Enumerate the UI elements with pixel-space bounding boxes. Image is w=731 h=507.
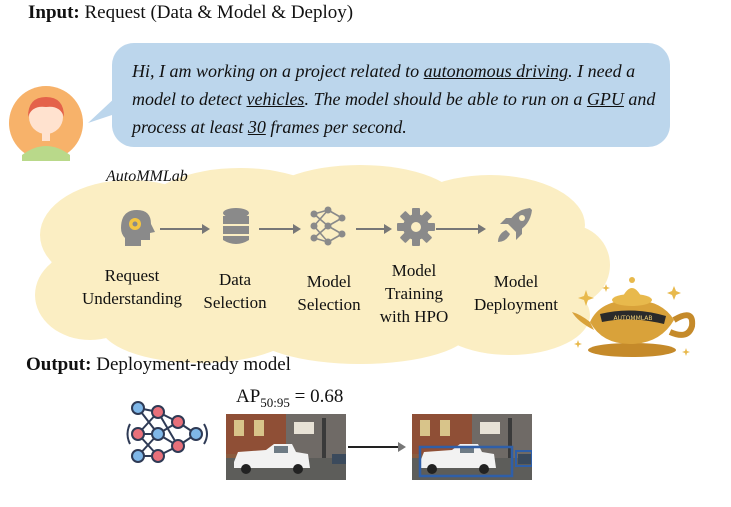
step-4-line-3: with HPO xyxy=(379,307,449,326)
bubble-tail xyxy=(88,95,118,123)
request-bubble xyxy=(112,43,670,147)
request-keyword-task: vehicles xyxy=(246,89,305,109)
ap-metric: AP50:95 = 0.68 xyxy=(236,386,343,411)
user-avatar-icon xyxy=(9,86,83,161)
step-label-request-understanding: Request Understanding xyxy=(72,264,192,310)
request-text-5: frames per second. xyxy=(265,117,407,137)
step-4-line-2: Training xyxy=(385,284,443,303)
pipeline-name: AutoMMLab xyxy=(106,168,188,185)
step-1-line-2: Understanding xyxy=(81,289,183,308)
lamp-label: AUTOMMLAB xyxy=(614,315,653,322)
request-keyword-hardware: GPU xyxy=(586,89,624,109)
step-5-line-2: Deployment xyxy=(473,295,559,314)
brain-gear-icon xyxy=(121,210,155,246)
input-heading-bold: Input: xyxy=(28,2,80,23)
arrow-4 xyxy=(436,224,486,234)
output-detection-image xyxy=(412,414,532,480)
detection-box-truck xyxy=(418,445,514,478)
request-text-2: . I need a model to detect xyxy=(132,61,636,109)
step-2-line-2: Selection xyxy=(203,293,267,312)
step-1-line-1: Request xyxy=(104,266,160,285)
arrow-3 xyxy=(356,224,392,234)
step-label-model-selection: Model Selection xyxy=(284,270,374,316)
gear-icon xyxy=(397,208,435,246)
step-2-line-1: Data xyxy=(218,270,252,289)
request-text-1: Hi, I am working on a project related to xyxy=(132,61,424,81)
ap-metric-name: AP xyxy=(236,386,261,407)
step-label-data-selection: Data Selection xyxy=(190,268,280,314)
arrow-1 xyxy=(160,224,210,234)
magic-lamp-icon: AUTOMMLAB xyxy=(572,277,696,357)
request-keyword-domain: autonomous driving xyxy=(423,61,569,81)
inference-arrow xyxy=(348,442,406,452)
ap-metric-subscript: 50:95 xyxy=(260,394,290,410)
step-label-model-deployment: Model Deployment xyxy=(466,270,566,316)
step-3-line-2: Selection xyxy=(297,295,361,314)
request-text-4: and process at least xyxy=(132,89,656,137)
arrow-2 xyxy=(259,224,301,234)
output-heading-bold: Output: xyxy=(26,354,92,375)
input-street-image xyxy=(226,414,346,480)
deployed-network-icon xyxy=(126,401,208,463)
detection-box-car xyxy=(515,450,532,467)
request-text: Hi, I am working on a project related to… xyxy=(132,57,672,141)
rocket-icon xyxy=(498,208,532,242)
step-3-line-1: Model xyxy=(306,272,352,291)
neural-network-icon xyxy=(310,206,346,246)
request-keyword-fps: 30 xyxy=(247,117,266,137)
output-heading-text: Deployment-ready model xyxy=(91,354,291,375)
ap-metric-value: = 0.68 xyxy=(294,386,344,407)
input-heading: Input: Request (Data & Model & Deploy) xyxy=(28,2,353,24)
step-4-line-1: Model xyxy=(391,261,437,280)
step-5-line-1: Model xyxy=(493,272,539,291)
input-heading-text: Request (Data & Model & Deploy) xyxy=(79,2,354,23)
output-heading: Output: Deployment-ready model xyxy=(26,354,291,376)
step-label-model-training: Model Training with HPO xyxy=(364,259,464,328)
database-icon xyxy=(223,208,249,244)
request-text-3: . The model should be able to run on a xyxy=(304,89,587,109)
